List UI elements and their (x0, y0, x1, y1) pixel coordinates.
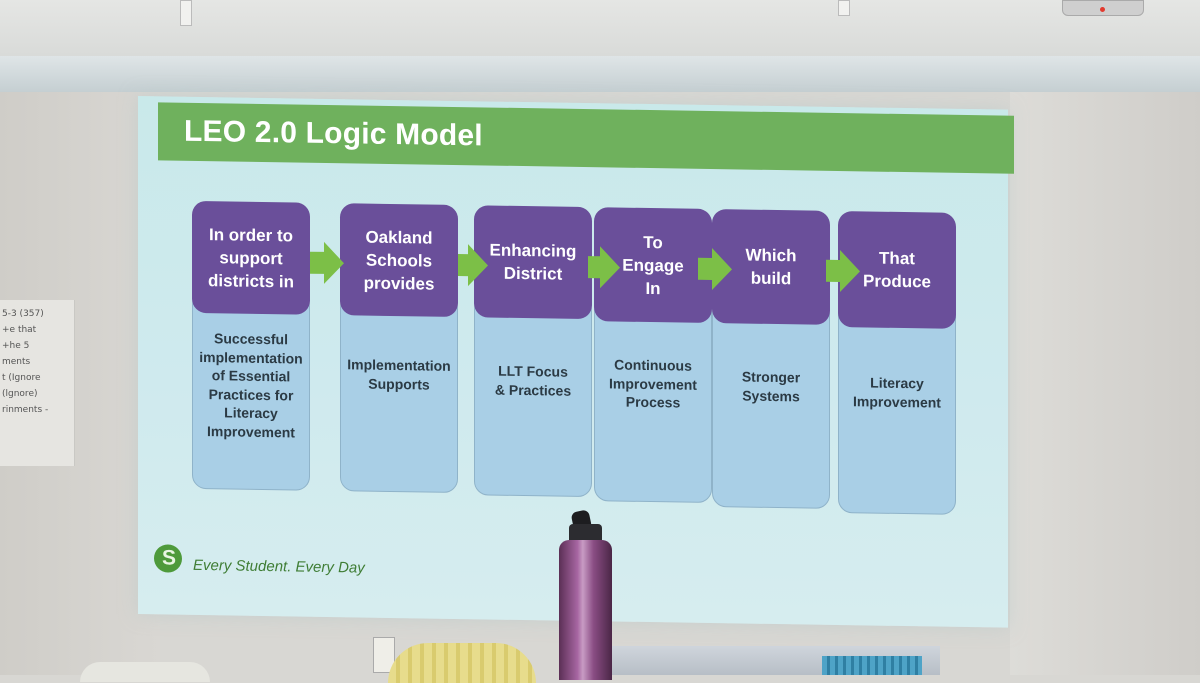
step-body: Successful implementation of Essential P… (199, 330, 303, 440)
step-card: In order to support districts in Success… (192, 200, 310, 491)
step-body: Literacy Improvement (853, 374, 941, 411)
wall-paper-note: 5-3 (357) +e that +he 5 ments t (Ignore … (0, 300, 75, 466)
arrow-right-icon (826, 259, 840, 283)
arrow-right-icon (468, 244, 488, 287)
bottle-neck (569, 524, 602, 544)
step-header: Enhancing District (474, 205, 592, 320)
step-body: Continuous Improvement Process (609, 356, 697, 411)
logo-s-icon: S (162, 546, 177, 570)
step-header: Oakland Schools provides (340, 203, 458, 318)
step-card: Oakland Schools provides Implementation … (340, 203, 458, 494)
arrow-right-icon (840, 250, 860, 293)
arrow-right-icon (324, 241, 344, 285)
ceiling-trim (0, 56, 1200, 92)
wall-outlet (373, 637, 395, 673)
arrow-right-icon (310, 251, 324, 274)
ceiling-fixture (838, 0, 850, 16)
arrow-right-icon (698, 257, 712, 281)
ceiling-fixture (180, 0, 192, 26)
step-body: LLT Focus & Practices (494, 362, 572, 399)
projector-led (1100, 7, 1105, 12)
oakland-schools-logo: S (154, 544, 182, 573)
step-header: In order to support districts in (192, 200, 310, 315)
arrow-right-icon (712, 248, 732, 291)
arrow-right-icon (600, 246, 620, 289)
chair (388, 643, 536, 683)
slide-tagline: Every Student. Every Day (193, 556, 365, 577)
chair (80, 662, 210, 682)
water-bottle (559, 540, 612, 680)
step-body: Stronger Systems (741, 368, 801, 404)
basket (822, 656, 922, 675)
wall-right (1010, 92, 1200, 675)
wall-note-text: 5-3 (357) +e that +he 5 ments t (Ignore … (2, 309, 49, 415)
title-bar: LEO 2.0 Logic Model (158, 102, 1014, 174)
slide-title: LEO 2.0 Logic Model (184, 114, 483, 153)
step-card: Enhancing District LLT Focus & Practices (474, 205, 592, 498)
step-body: Implementation Supports (347, 356, 451, 393)
